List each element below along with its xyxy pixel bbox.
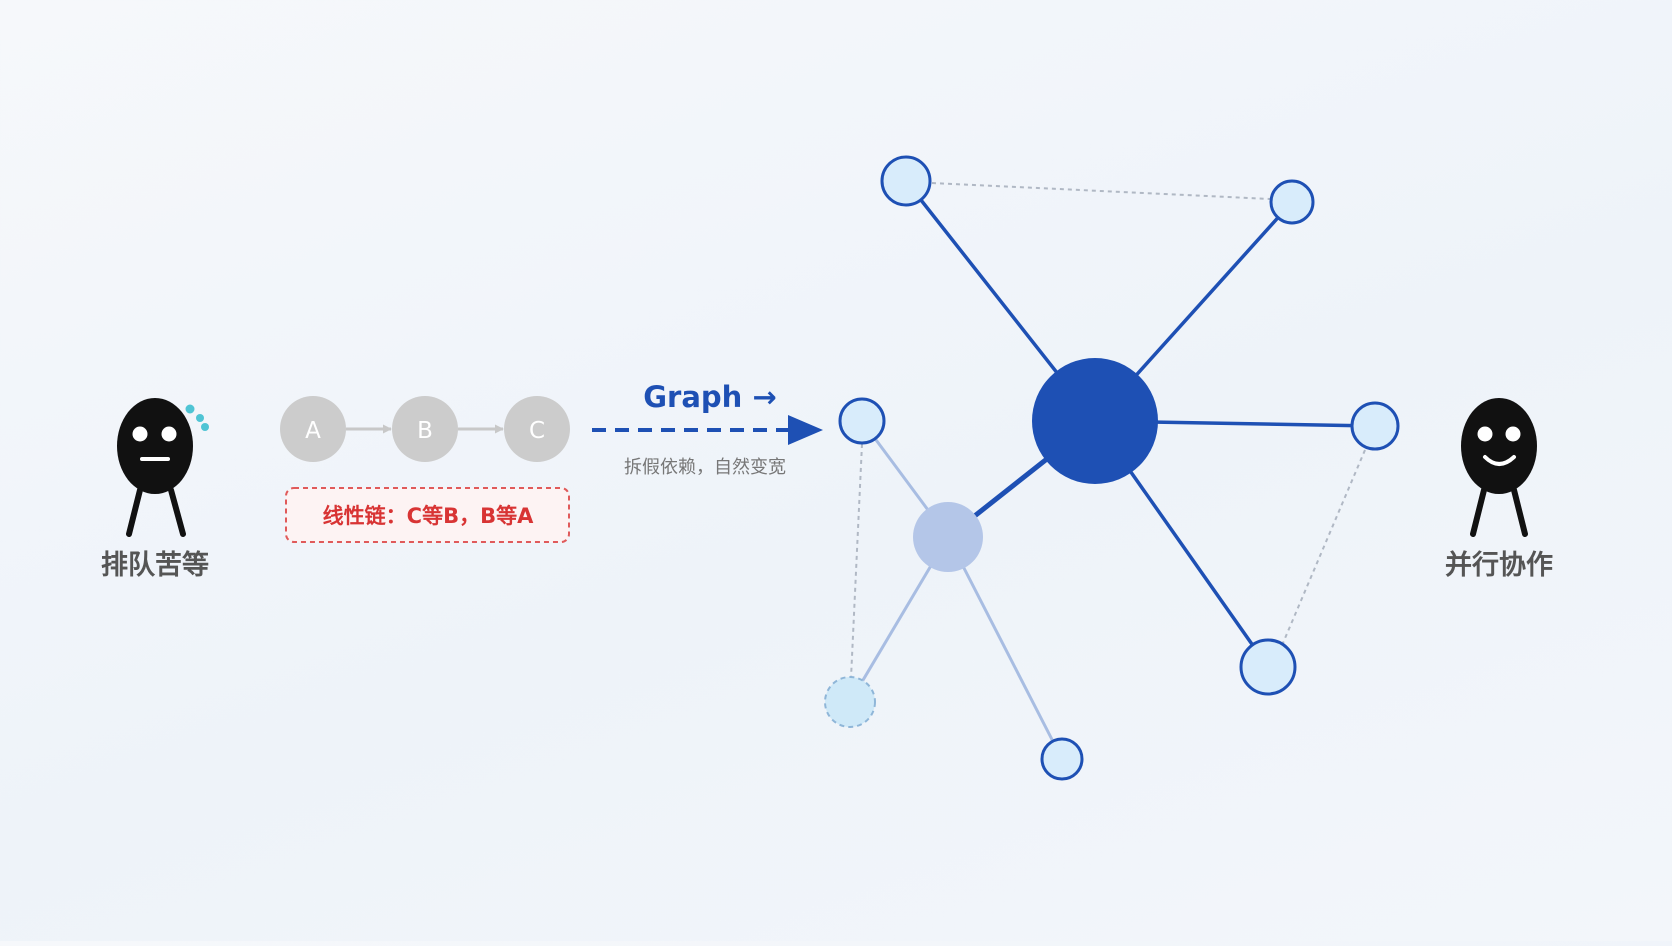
transition-title: Graph → xyxy=(643,380,776,414)
chain-node-a: A xyxy=(280,396,346,462)
graph-secondary-node xyxy=(913,502,983,572)
graph-node-topleft xyxy=(880,155,932,207)
graph-dotted-edge-top xyxy=(931,182,1271,200)
right-figure-eye-left xyxy=(1477,426,1493,442)
right-figure-leg-left xyxy=(1470,487,1487,537)
chain-node-a-label: A xyxy=(305,418,321,444)
right-figure-head xyxy=(1461,398,1537,494)
transition: Graph → 拆假依赖，自然变宽 xyxy=(592,380,823,478)
chain-node-b-label: B xyxy=(417,418,433,444)
dependency-graph xyxy=(824,155,1400,781)
graph-dotted-edge-right xyxy=(1282,449,1366,644)
right-figure-smile-icon xyxy=(1483,455,1516,466)
linear-chain: A B C xyxy=(280,396,570,462)
left-figure-label: 排队苦等 xyxy=(101,549,209,581)
transition-subtitle: 拆假依赖，自然变宽 xyxy=(624,457,786,478)
graph-node-left xyxy=(838,397,886,445)
left-figure-leg-left xyxy=(126,487,143,537)
left-figure xyxy=(117,398,209,537)
chain-note-text: 线性链：C等B，B等A xyxy=(323,504,534,528)
graph-hub-node xyxy=(1032,358,1158,484)
chain-note-box: 线性链：C等B，B等A xyxy=(285,487,570,543)
left-figure-eye-right xyxy=(161,426,177,442)
transition-arrowhead-icon xyxy=(788,415,823,445)
sweat-drop-icon xyxy=(185,404,209,431)
graph-dotted-edge-left xyxy=(850,443,863,679)
left-figure-leg-right xyxy=(168,487,186,537)
right-figure xyxy=(1461,398,1537,537)
chain-node-b: B xyxy=(392,396,458,462)
chain-node-c: C xyxy=(504,396,570,462)
left-figure-head xyxy=(117,398,193,494)
right-figure-eye-right xyxy=(1505,426,1521,442)
graph-edge-secondary-bottom xyxy=(946,536,1064,760)
left-figure-eye-left xyxy=(132,426,148,442)
graph-node-topright xyxy=(1269,179,1315,225)
right-figure-label: 并行协作 xyxy=(1445,549,1553,581)
graph-node-bottomleft-dashed xyxy=(824,676,876,728)
graph-node-bottomright xyxy=(1239,638,1297,696)
chain-node-c-label: C xyxy=(529,418,545,444)
graph-node-bottom xyxy=(1040,737,1084,781)
graph-node-right xyxy=(1350,401,1400,451)
right-figure-leg-right xyxy=(1511,487,1528,537)
